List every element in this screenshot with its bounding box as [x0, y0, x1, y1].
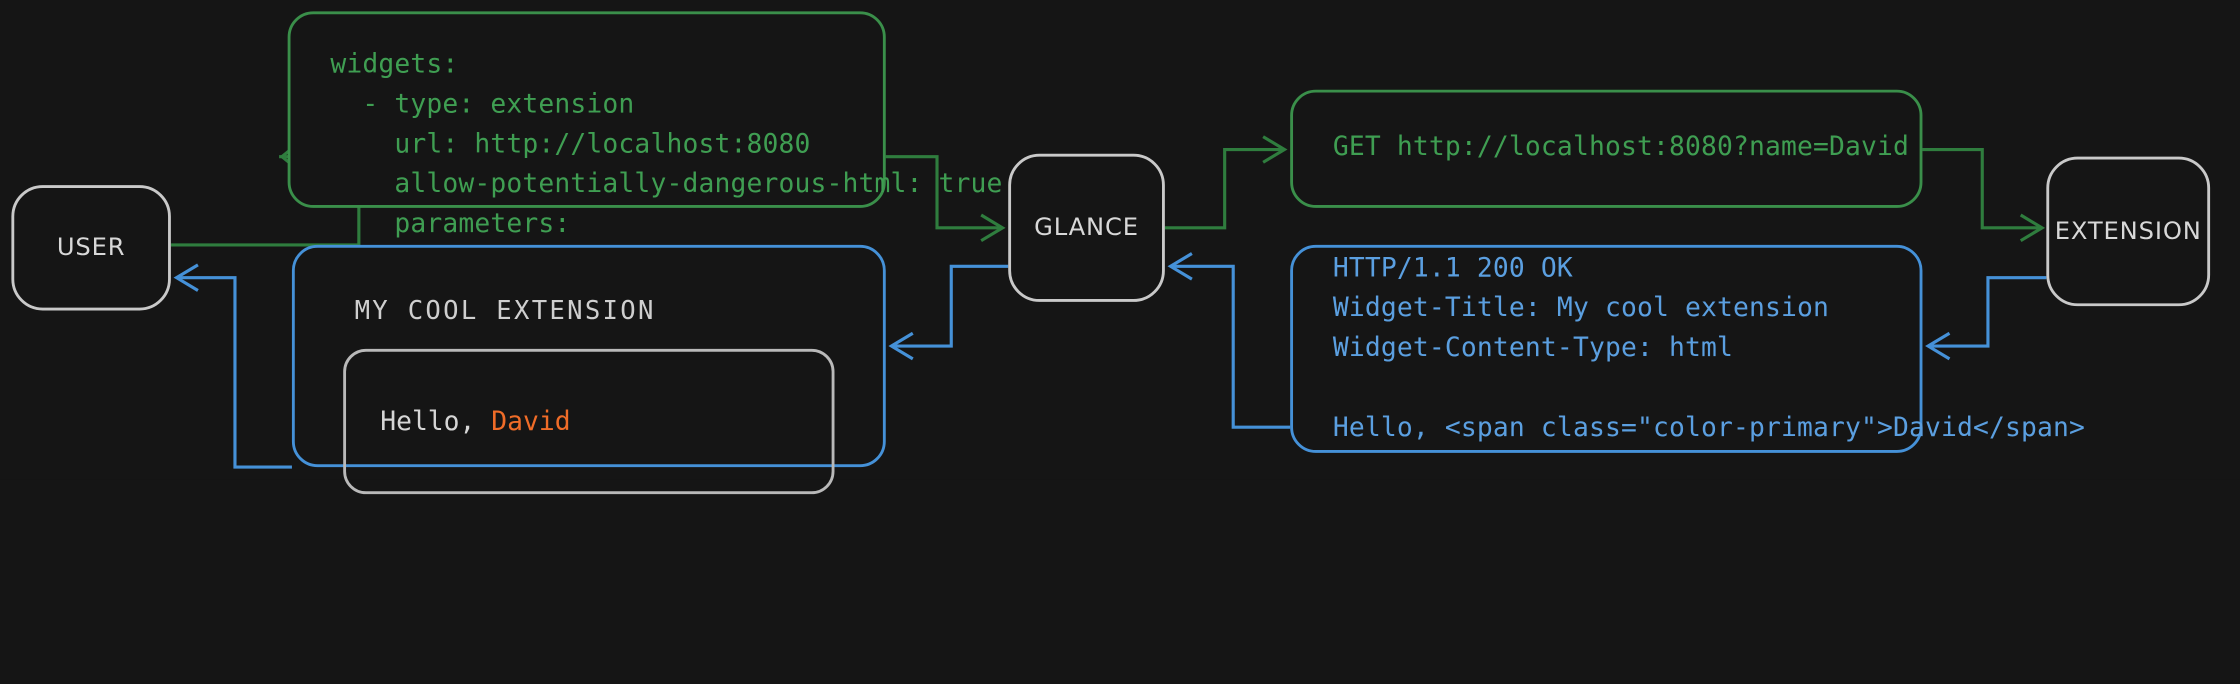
widget-greeting: Hello, David: [380, 407, 570, 437]
widget-greeting-prefix: Hello,: [380, 406, 492, 437]
widget-preview-title: MY COOL EXTENSION: [354, 296, 656, 327]
node-glance-label: GLANCE: [1034, 213, 1139, 243]
node-user-label: USER: [56, 233, 126, 263]
connector-request-to-extension: [1922, 147, 2046, 243]
node-extension[interactable]: EXTENSION: [2046, 156, 2211, 307]
node-user[interactable]: USER: [11, 185, 171, 311]
diagram-canvas: USER widgets: - type: extension url: htt…: [11, 11, 2211, 495]
http-response-box: HTTP/1.1 200 OK Widget-Title: My cool ex…: [1290, 244, 2085, 453]
widget-preview-content: Hello, David: [343, 348, 835, 495]
config-yaml-box: widgets: - type: extension url: http://l…: [287, 11, 1002, 280]
http-request-box: GET http://localhost:8080?name=David: [1290, 89, 1923, 208]
connector-widget-to-user: [173, 263, 292, 469]
node-extension-label: EXTENSION: [2054, 217, 2202, 246]
connector-response-to-glance: [1167, 252, 1291, 429]
http-request-code: GET http://localhost:8080?name=David: [1332, 133, 1910, 163]
widget-greeting-name: David: [491, 406, 571, 437]
connector-glance-to-request: [1164, 135, 1288, 230]
node-glance[interactable]: GLANCE: [1008, 153, 1165, 302]
config-yaml-code: widgets: - type: extension url: http://l…: [330, 49, 1003, 280]
http-response-code: HTTP/1.1 200 OK Widget-Title: My cool ex…: [1332, 253, 2086, 444]
connector-glance-to-widget: [888, 264, 1009, 361]
widget-preview-box: MY COOL EXTENSION Hello, David: [291, 244, 886, 495]
